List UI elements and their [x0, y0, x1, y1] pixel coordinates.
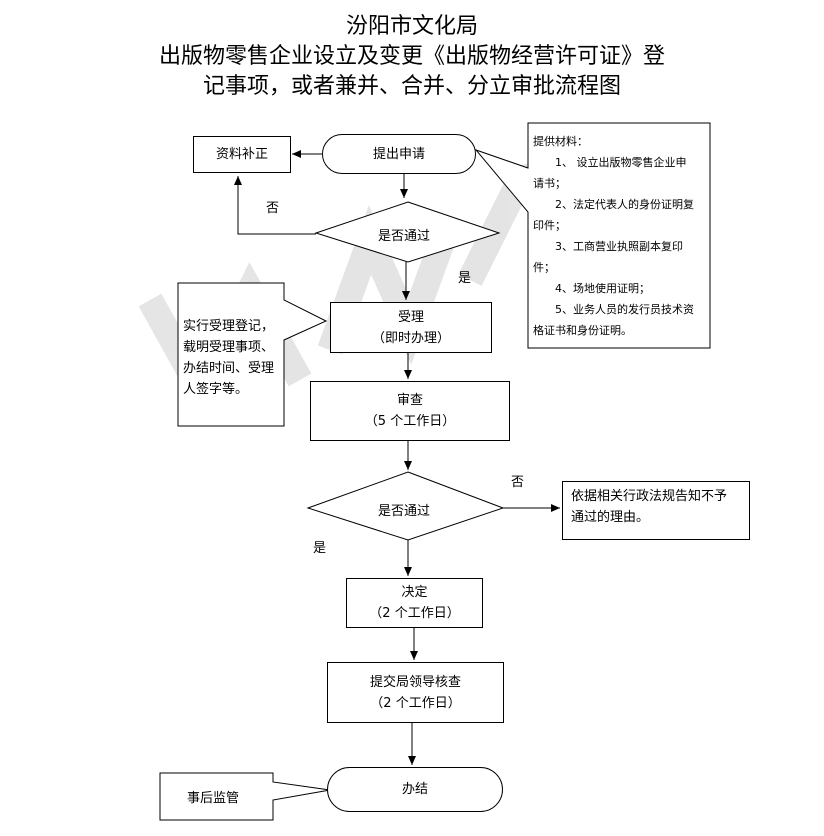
accept-note-callout	[177, 282, 328, 427]
accept-note-line-1: 实行受理登记，	[183, 319, 275, 334]
arrow-decision1-no	[234, 176, 316, 235]
materials-line-9: 格证书和身份证明。	[533, 324, 632, 337]
title-line-3: 记事项，或者兼并、合并、分立审批流程图	[202, 74, 621, 99]
accept-note-line-4: 人签字等。	[183, 382, 249, 397]
post-supervise-label: 事后监管	[187, 791, 240, 806]
materials-line-4: 印件；	[533, 219, 566, 232]
supplement-label: 资料补正	[215, 147, 268, 162]
reject-note-line-1: 依据相关行政法规告知不予	[571, 489, 728, 504]
decide-label: 决定	[401, 585, 428, 600]
reject-note-line-2: 通过的理由。	[571, 510, 650, 525]
accept-box: 受理 （即时办理）	[330, 302, 492, 353]
accept-note: 实行受理登记， 载明受理事项、 办结时间、受理 人签字等。	[183, 316, 274, 400]
accept-time-label: （即时办理）	[371, 330, 450, 346]
leader-review-box: 提交局领导核查 （2 个工作日）	[327, 662, 504, 723]
supplement-box: 资料补正	[193, 136, 291, 173]
post-supervise-callout	[159, 772, 331, 821]
materials-line-8: 5、业务人员的发行员技术资	[555, 303, 694, 316]
materials-line-1: 1、 设立出版物零售企业申	[555, 156, 687, 169]
decision2-yes-label: 是	[313, 541, 327, 556]
apply-node: 提出申请	[322, 134, 476, 174]
reject-note-box: 依据相关行政法规告知不予 通过的理由。	[562, 481, 750, 540]
decision2-no-label: 否	[511, 475, 525, 490]
materials-title: 提供材料：	[533, 135, 588, 148]
decision1-diamond	[314, 201, 501, 263]
title-line-2: 出版物零售企业设立及变更《出版物经营许可证》登	[158, 44, 665, 69]
decision1-yes-label: 是	[458, 271, 472, 286]
materials-line-2: 请书；	[533, 177, 566, 190]
materials-callout	[474, 122, 711, 349]
finish-label: 办结	[401, 782, 428, 797]
review-time-label: （5 个工作日）	[364, 414, 456, 429]
accept-note-line-3: 办结时间、受理	[183, 361, 275, 376]
review-label: 审查	[396, 393, 423, 408]
decision2-diamond	[306, 471, 505, 541]
review-box: 审查 （5 个工作日）	[310, 381, 510, 441]
finish-node: 办结	[327, 767, 503, 812]
decision2-label: 是否通过	[378, 504, 431, 519]
decide-box: 决定 （2 个工作日）	[346, 578, 483, 628]
materials-note: 提供材料： 1、 设立出版物零售企业申 请书； 2、法定代表人的身份证明复 印件…	[533, 131, 707, 341]
materials-line-5: 3、工商营业执照副本复印	[555, 240, 683, 253]
apply-label: 提出申请	[372, 146, 425, 162]
leader-review-label: 提交局领导核查	[369, 674, 461, 690]
materials-line-6: 件；	[533, 261, 555, 274]
leader-review-time-label: （2 个工作日）	[370, 695, 461, 711]
materials-line-7: 4、场地使用证明；	[555, 282, 650, 295]
decide-time-label: （2 个工作日）	[369, 606, 460, 621]
accept-note-line-2: 载明受理事项、	[183, 340, 275, 355]
materials-line-3: 2、法定代表人的身份证明复	[555, 198, 694, 211]
decision1-no-label: 否	[266, 201, 280, 216]
title-line-1: 汾阳市文化局	[345, 14, 478, 39]
accept-label: 受理	[397, 309, 424, 325]
decision1-label: 是否通过	[378, 229, 431, 244]
